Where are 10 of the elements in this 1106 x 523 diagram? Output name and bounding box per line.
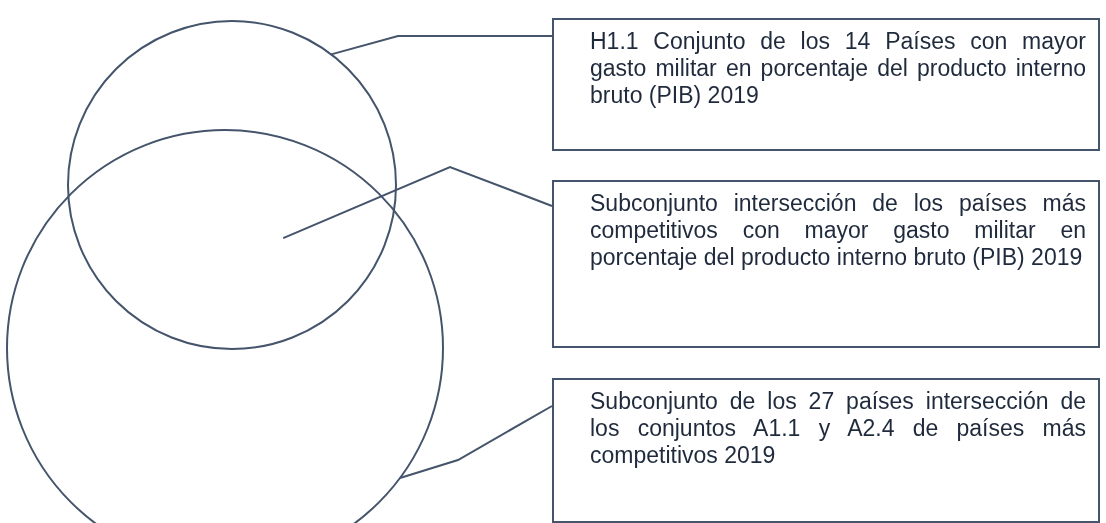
leader-line: [282, 165, 553, 240]
leader-line: [330, 35, 553, 56]
leader-line: [399, 405, 553, 479]
callout-text: Subconjunto intersección de los países más competitivos con mayor gasto militar en porcentaje del producto interno bruto (PIB) 2019: [590, 190, 1086, 271]
callout-box: [552, 18, 1100, 151]
callout-box: [552, 180, 1100, 348]
callout-text: Subconjunto de los 27 países intersección de los conjuntos A1.1 y A2.4 de países más competitivos 2019: [590, 388, 1086, 469]
set-circle: [67, 20, 397, 350]
callout-text: H1.1 Conjunto de los 14 Países con mayor gasto militar en porcentaje del producto interno bruto (PIB) 2019: [590, 28, 1086, 109]
callout-box: [552, 378, 1100, 523]
